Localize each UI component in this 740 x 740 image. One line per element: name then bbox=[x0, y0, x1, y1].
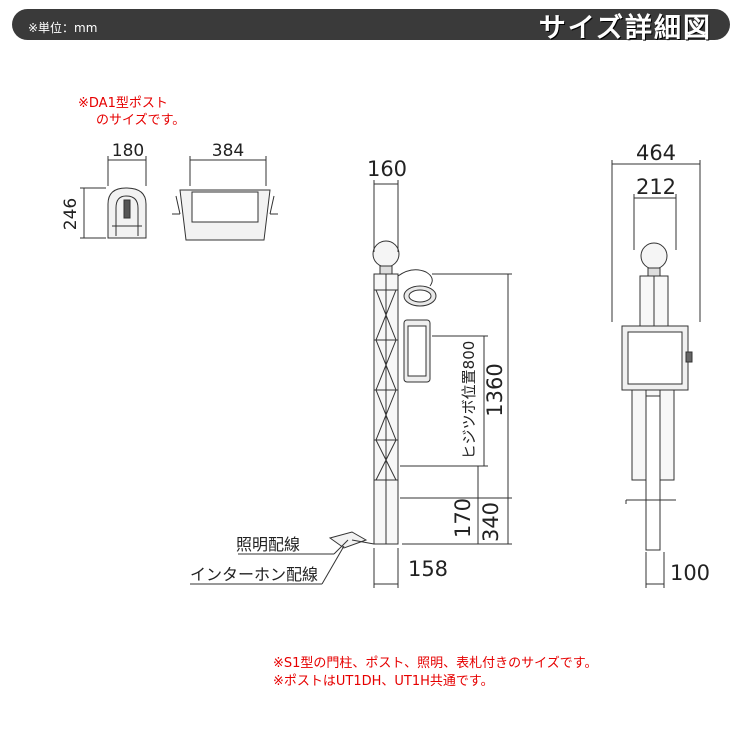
page-title: サイズ詳細図 bbox=[538, 13, 712, 44]
post-note-line1: ※DA1型ポスト bbox=[78, 96, 168, 111]
post-side-drawing bbox=[172, 189, 278, 241]
lower-a-label: 170 bbox=[451, 498, 475, 538]
lighting-wiring-label: 照明配線 bbox=[236, 535, 300, 554]
intercom-wiring-label: インターホン配線 bbox=[190, 565, 318, 584]
base-width-label: 158 bbox=[408, 557, 448, 581]
top-width-label: 160 bbox=[367, 157, 407, 181]
pillar-side-drawing bbox=[621, 242, 693, 551]
post-front-drawing bbox=[107, 187, 147, 239]
intercom-position-label: ヒジツボ位置800 bbox=[460, 341, 478, 460]
lower-b-label: 340 bbox=[479, 502, 503, 542]
post-width-label: 180 bbox=[112, 141, 144, 161]
footnote-line1: ※S1型の門柱、ポスト、照明、表札付きのサイズです。 bbox=[273, 656, 598, 671]
header-bar bbox=[12, 9, 730, 40]
footnote-line2: ※ポストはUT1DH、UT1H共通です。 bbox=[273, 674, 494, 689]
unit-label: ※単位：mm bbox=[28, 21, 98, 35]
inner-width-label: 212 bbox=[636, 175, 676, 199]
total-height-label: 1360 bbox=[483, 363, 507, 416]
post-note-line2: のサイズです。 bbox=[96, 113, 186, 128]
overall-width-label: 464 bbox=[636, 141, 676, 165]
post-depth-label: 384 bbox=[212, 141, 244, 161]
post-height-label: 246 bbox=[61, 198, 81, 230]
side-base-label: 100 bbox=[670, 561, 710, 585]
pillar-front-drawing bbox=[328, 240, 437, 549]
